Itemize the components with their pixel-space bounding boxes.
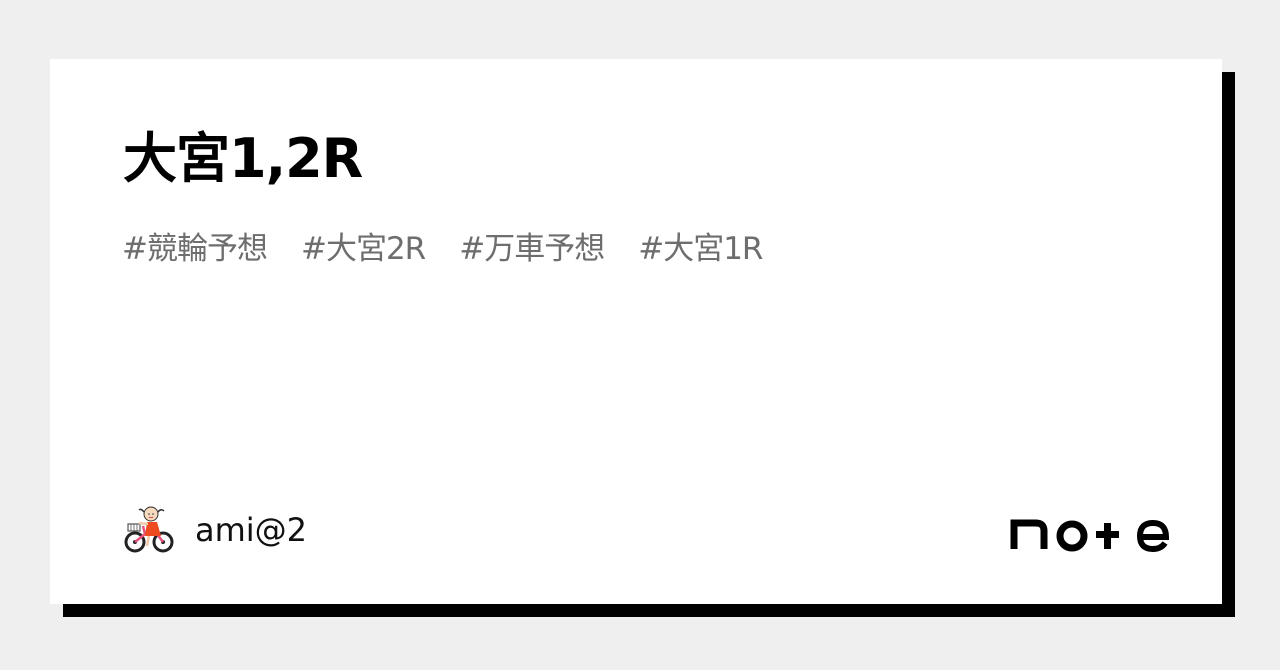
author-info[interactable]: ami@2 xyxy=(123,504,307,556)
hashtag[interactable]: #万車予想 xyxy=(459,231,605,267)
author-name[interactable]: ami@2 xyxy=(195,511,308,549)
article-title: 大宮1,2R xyxy=(123,127,363,190)
hashtag-list: #競輪予想 #大宮2R #万車予想 #大宮1R xyxy=(122,231,763,268)
hashtag[interactable]: #大宮1R xyxy=(638,231,763,267)
note-logo-icon[interactable] xyxy=(1010,511,1170,553)
hashtag[interactable]: #競輪予想 xyxy=(122,231,268,267)
girl-on-bicycle-avatar-icon xyxy=(124,506,174,553)
hashtag[interactable]: #大宮2R xyxy=(300,231,426,267)
article-card[interactable]: 大宮1,2R #競輪予想 #大宮2R #万車予想 #大宮1R xyxy=(50,59,1222,604)
